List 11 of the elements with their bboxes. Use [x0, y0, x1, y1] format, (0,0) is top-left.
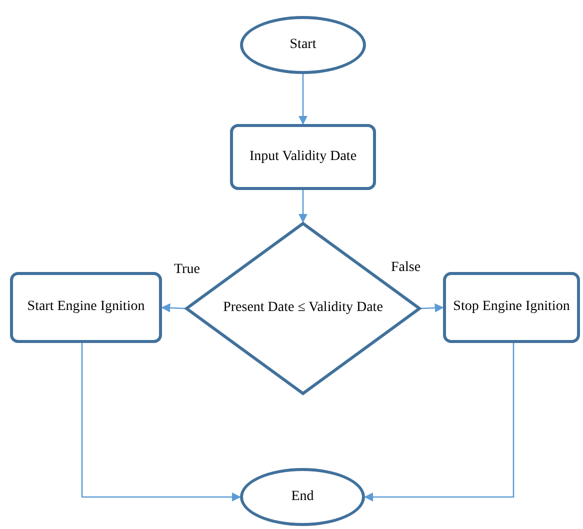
arrow	[364, 343, 514, 502]
terminal-ellipse: Start	[240, 16, 366, 74]
process-box: Stop Engine Ignition	[443, 272, 580, 343]
process-box: Start Engine Ignition	[10, 272, 162, 343]
arrow	[298, 190, 308, 223]
terminal-ellipse: End	[240, 468, 365, 526]
process-box: Input Validity Date	[230, 124, 376, 190]
arrow	[420, 303, 444, 312]
arrow	[161, 303, 186, 312]
arrow	[298, 74, 308, 125]
arrow	[81, 343, 241, 502]
